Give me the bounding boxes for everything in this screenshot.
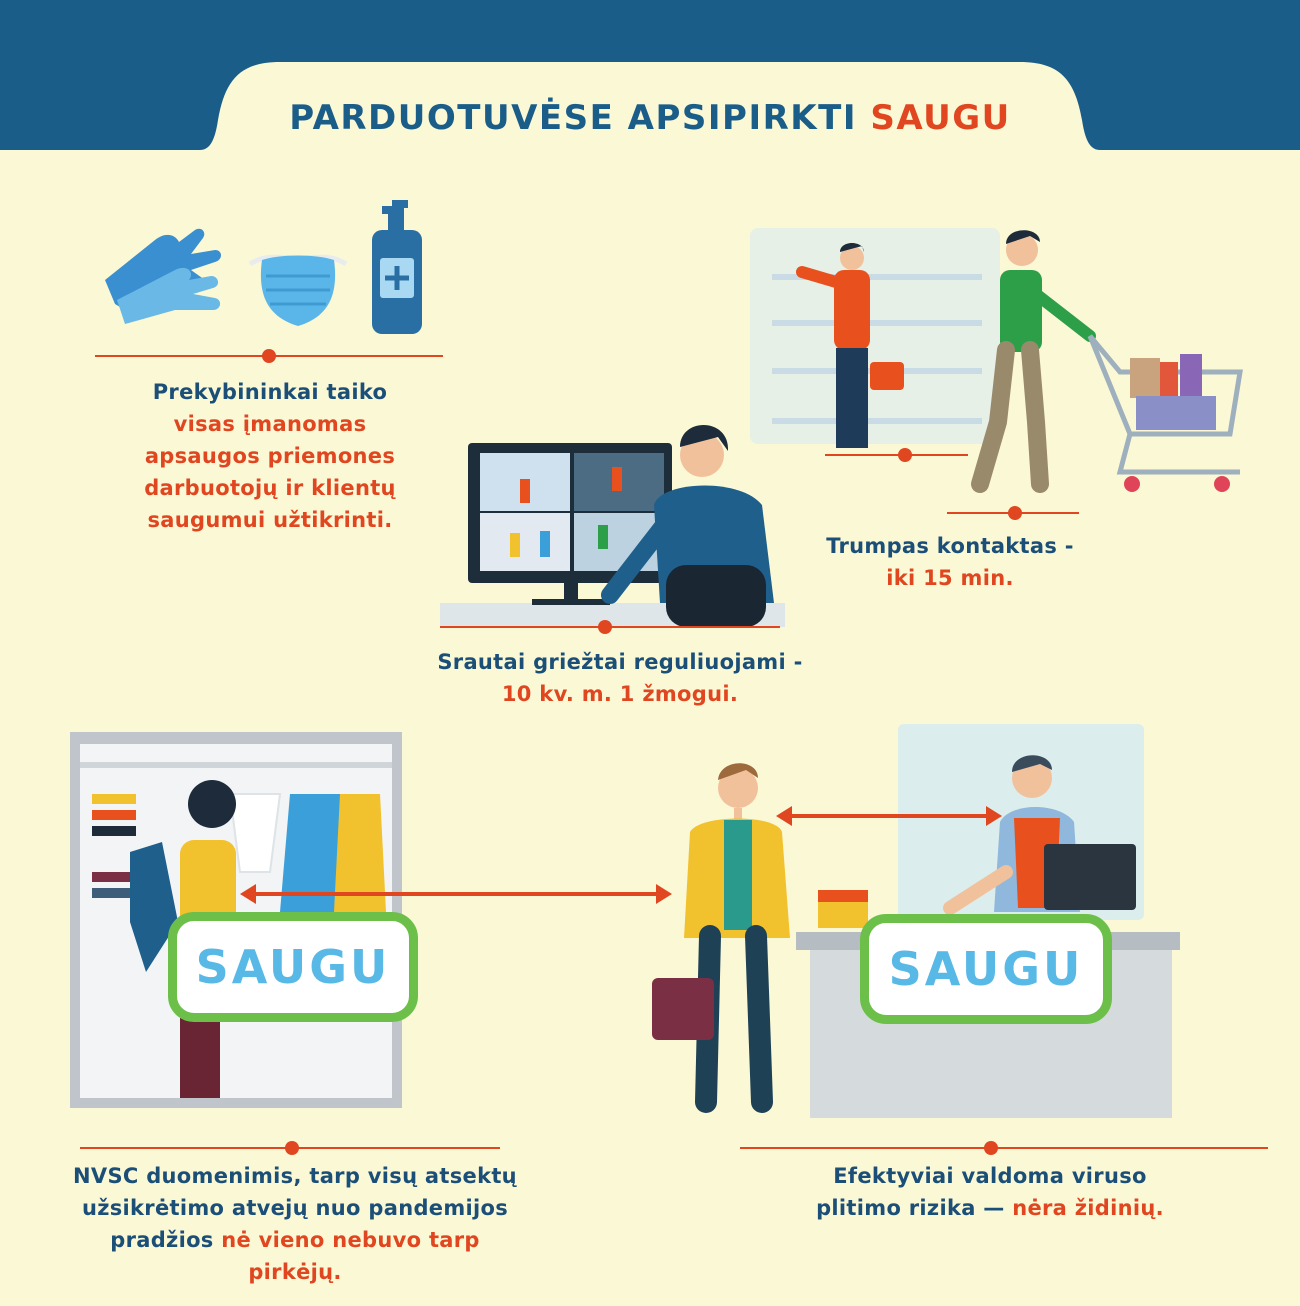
divider-2-dot <box>1008 506 1022 520</box>
caption-protection-measures: Prekybininkai taiko visas įmanomas apsau… <box>144 380 396 532</box>
divider-5-dot <box>984 1141 998 1155</box>
saugu-sign-left: SAUGU <box>168 912 418 1022</box>
caption-risk-managed: Efektyviai valdoma viruso plitimo rizika… <box>816 1164 1164 1220</box>
divider-5 <box>740 1147 1268 1149</box>
security-monitor-illustration <box>440 424 785 627</box>
divider-3-dot <box>598 620 612 634</box>
title-main: PARDUOTUVĖSE APSIPIRKTI <box>289 98 857 138</box>
caption-nvsc-data: NVSC duomenimis, tarp visų atsektų užsik… <box>73 1164 517 1284</box>
divider-shelf <box>825 454 968 456</box>
gloves-icon <box>105 228 221 324</box>
header-band <box>0 0 1300 150</box>
shelf-shopper-illustration <box>750 228 1243 493</box>
title-accent: SAUGU <box>870 98 1011 138</box>
divider-4-dot <box>285 1141 299 1155</box>
distance-arrow-right <box>776 806 1002 826</box>
caption-short-contact: Trumpas kontaktas - iki 15 min. <box>826 534 1074 590</box>
sanitizer-bottle-icon <box>372 200 422 334</box>
divider-shelf-dot <box>898 448 912 462</box>
divider-1-dot <box>262 349 276 363</box>
face-mask-icon <box>248 254 348 326</box>
caption-flow-regulated: Srautai griežtai reguliuojami - 10 kv. m… <box>437 650 803 706</box>
page-title: PARDUOTUVĖSE APSIPIRKTI SAUGU <box>0 98 1300 138</box>
distance-arrow-left <box>240 884 672 904</box>
saugu-sign-right: SAUGU <box>860 914 1112 1024</box>
